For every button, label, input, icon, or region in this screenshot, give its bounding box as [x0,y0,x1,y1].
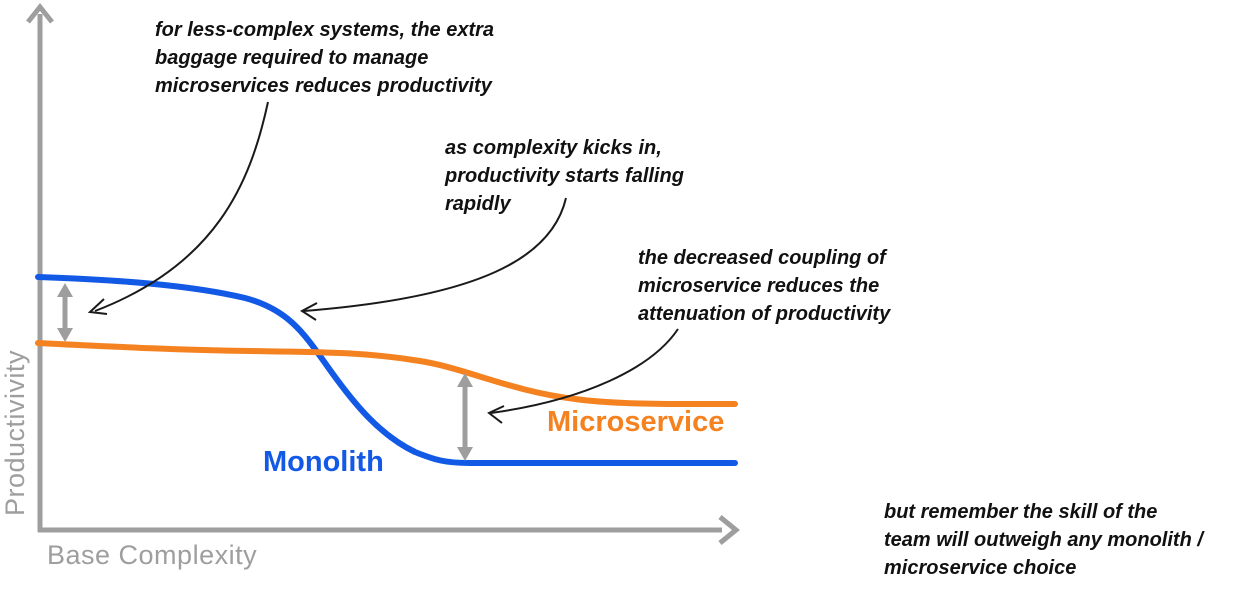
gap-arrow-left-down-arrowhead-icon [57,328,73,342]
annotation-arrow-decreased-coupling [487,328,679,424]
annotation-less-complex: for less-complex systems, the extra bagg… [155,19,495,97]
annotation-arrow-less-complex [87,101,269,315]
annotation-complexity-kicks-in: as complexity kicks in, productivity sta… [445,137,684,215]
microservice-curve-label: Microservice [547,406,725,438]
annotation-arrow-less-complex-arrowhead-icon [87,298,108,315]
y-axis-label: Productivivity [0,349,30,517]
gap-arrow-left-up-arrowhead-icon [57,283,73,297]
annotation-arrow-complexity-kicks-in [300,197,567,321]
annotation-team-skill: but remember the skill of the team will … [884,501,1203,579]
gap-arrow-right-up-arrowhead-icon [457,373,473,387]
axes [26,2,740,545]
y-axis-arrowhead-icon [26,2,54,24]
gap-arrow-right [457,373,473,461]
x-axis-label: Base Complexity [47,540,258,570]
annotation-arrow-less-complex-line [94,101,269,312]
annotation-arrow-complexity-kicks-in-arrowhead-icon [300,302,318,321]
annotation-arrow-decreased-coupling-arrowhead-icon [487,405,505,424]
gap-arrow-right-down-arrowhead-icon [457,447,473,461]
monolith-curve-label: Monolith [263,446,384,478]
microservice-curve [35,340,738,407]
annotation-decreased-coupling: the decreased coupling of microservice r… [638,247,891,325]
x-axis-arrowhead-icon [718,515,740,545]
annotation-arrow-complexity-kicks-in-line [303,197,567,312]
gap-arrow-left [57,283,73,342]
annotation-arrow-decreased-coupling-line [490,328,679,414]
